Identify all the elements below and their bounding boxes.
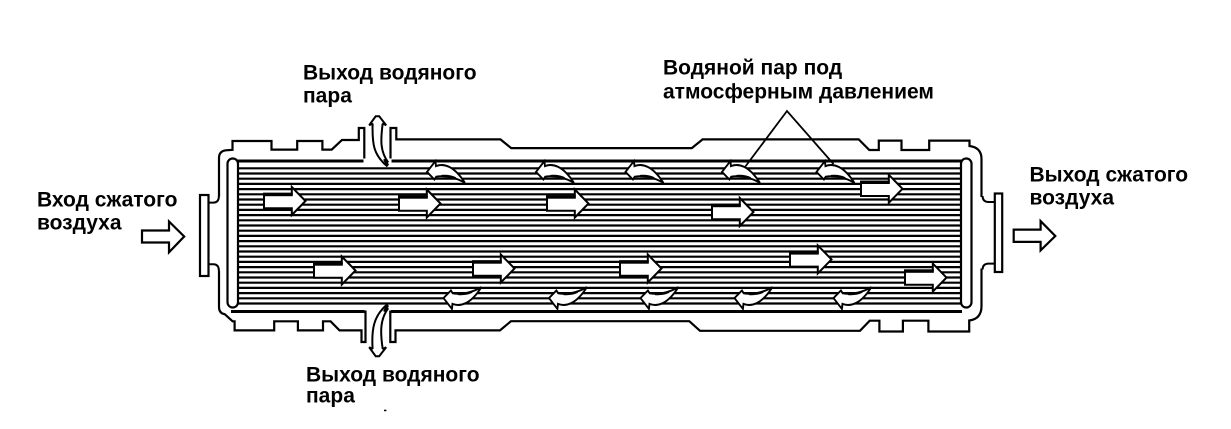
svg-text:Выход водяного: Выход водяного bbox=[306, 363, 480, 386]
svg-text:Вход сжатого: Вход сжатого bbox=[37, 189, 177, 212]
svg-text:атмосферным давлением: атмосферным давлением bbox=[663, 80, 934, 103]
svg-text:пара: пара bbox=[306, 385, 355, 408]
svg-text:воздуха: воздуха bbox=[1030, 187, 1115, 210]
svg-text:Выход сжатого: Выход сжатого bbox=[1030, 164, 1189, 187]
svg-text:Водяной пар под: Водяной пар под bbox=[663, 57, 842, 80]
svg-text:воздуха: воздуха bbox=[37, 212, 122, 235]
svg-text:Выход водяного: Выход водяного bbox=[303, 62, 477, 85]
svg-text:пара: пара bbox=[303, 85, 352, 108]
